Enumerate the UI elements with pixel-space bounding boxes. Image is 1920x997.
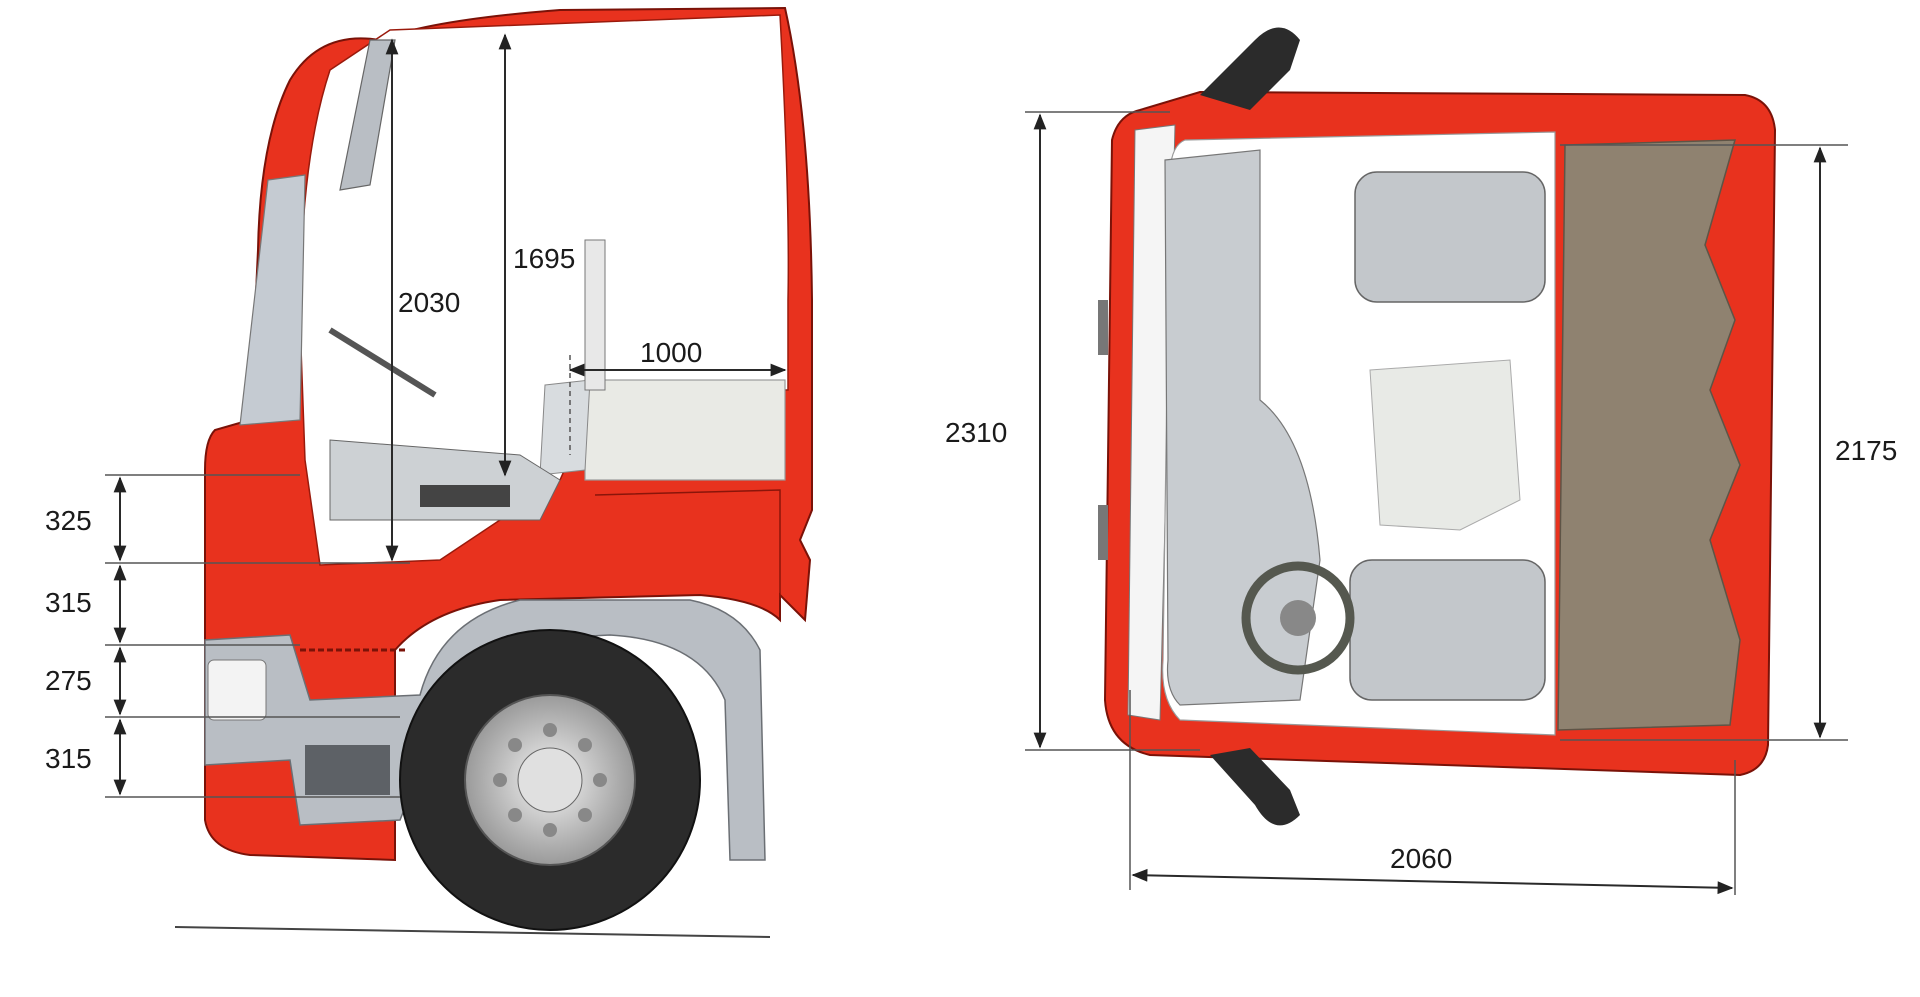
dim-step-2: 315 [45, 587, 92, 618]
dim-bunk-width: 1000 [640, 337, 702, 368]
driver-seat [1349, 559, 1546, 701]
side-view: 2030 1695 1000 325 315 275 315 [45, 6, 813, 938]
dim-exterior-length: 2310 [945, 417, 1007, 448]
headlamp [207, 659, 267, 721]
step-rail-bottom [1098, 505, 1108, 560]
step-rail-top [1098, 300, 1108, 355]
mirror-left [1210, 748, 1300, 826]
passenger-seat [1354, 171, 1546, 303]
dim-width: 2060 [1390, 843, 1452, 874]
floor-console [420, 485, 510, 507]
steering-wheel-top [1241, 561, 1355, 675]
dim-step-1: 325 [45, 505, 92, 536]
dim-interior-length: 2175 [1835, 435, 1897, 466]
steering-wheel [328, 327, 437, 398]
mirror-right [1200, 27, 1300, 110]
seatbelt-post [584, 239, 606, 391]
wheel-hub [517, 747, 583, 813]
a-pillar [239, 174, 306, 426]
seat-back [539, 379, 591, 476]
bunk [584, 379, 786, 481]
bunk-mattress [1557, 139, 1741, 731]
ground-line [174, 926, 771, 938]
lower-grille [305, 745, 390, 795]
windscreen [1127, 124, 1176, 721]
top-view: 2310 2175 2060 [945, 27, 1897, 895]
dim-step-4: 315 [45, 743, 92, 774]
dim-standing-height: 1695 [513, 243, 575, 274]
dim-step-3: 275 [45, 665, 92, 696]
wheel-nuts [493, 723, 607, 837]
door-outline [594, 489, 781, 600]
engine-tunnel [1369, 359, 1521, 531]
dim-interior-height: 2030 [398, 287, 460, 318]
steering-hub-top [1280, 600, 1316, 636]
